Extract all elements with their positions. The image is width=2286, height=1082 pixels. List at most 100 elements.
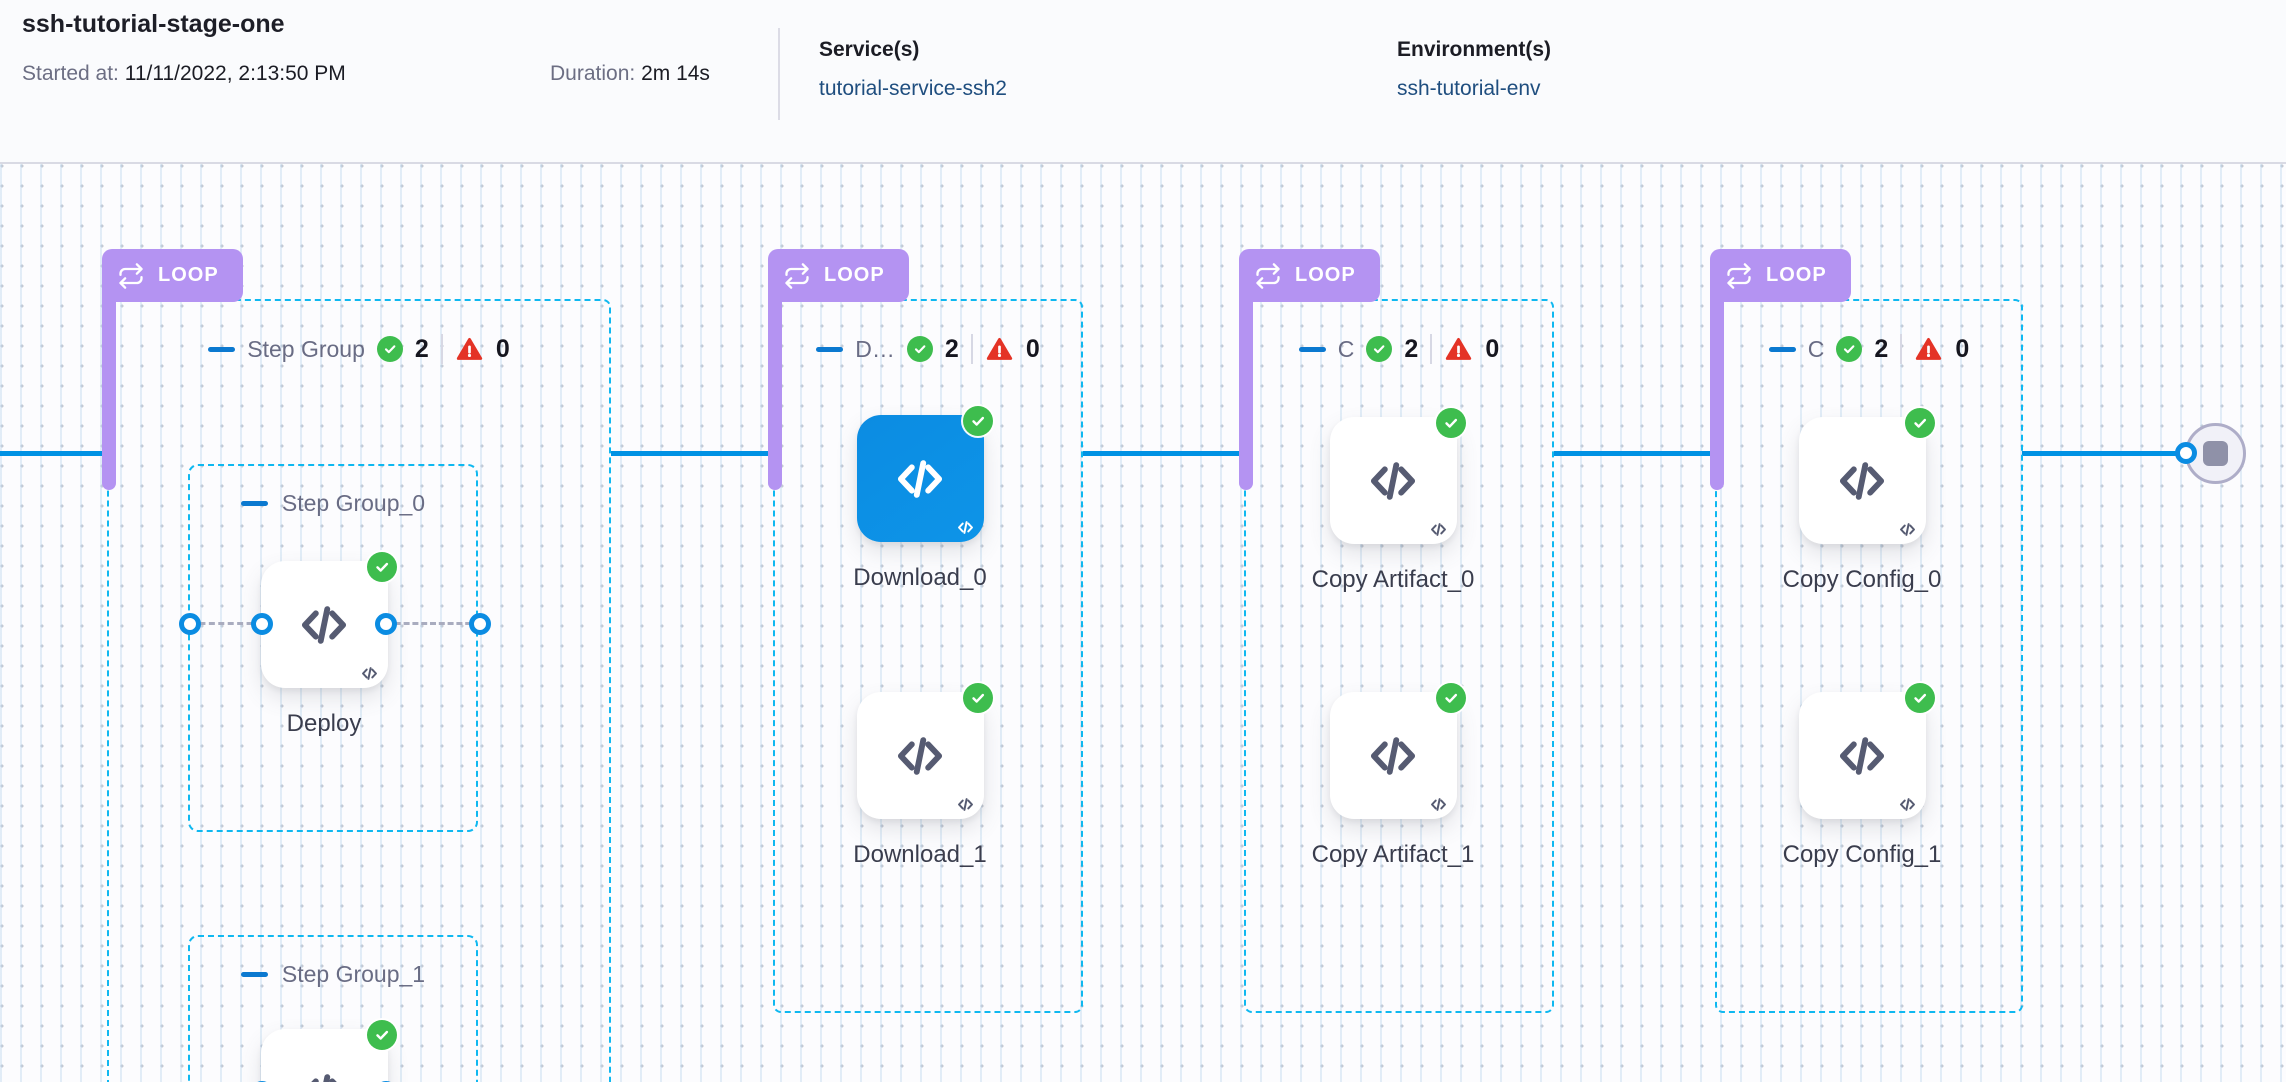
failure-badge	[1914, 336, 1943, 363]
group-header: D… 2 0	[775, 327, 1081, 371]
connector-port	[375, 613, 397, 635]
service-link[interactable]: tutorial-service-ssh2	[819, 77, 1007, 100]
success-badge	[366, 552, 397, 582]
loop-strip	[102, 298, 116, 490]
duration-label: Duration:	[550, 62, 636, 85]
code-step-icon	[1365, 453, 1421, 509]
collapse-minus-icon[interactable]	[1768, 346, 1796, 352]
success-count: 2	[1404, 334, 1419, 363]
execution-header: ssh-tutorial-stage-one Started at: 11/11…	[0, 0, 2286, 164]
step-type-icon	[956, 518, 975, 537]
step-card-copy-config-0[interactable]	[1798, 408, 1935, 544]
loop-strip	[1710, 298, 1724, 490]
pipeline-connector-line	[0, 451, 107, 456]
check-icon	[373, 558, 391, 576]
inner-group-header: Step Group_0	[190, 490, 476, 517]
loop-icon	[117, 262, 145, 290]
collapse-minus-icon[interactable]	[240, 501, 268, 506]
check-icon	[912, 341, 928, 357]
success-badge	[366, 1020, 397, 1050]
success-count: 2	[414, 334, 429, 363]
loop-badge: LOOP	[768, 249, 909, 302]
step-type-icon	[1429, 795, 1448, 814]
code-step-icon	[1834, 728, 1890, 784]
step-node-copy-artifact-0: Copy Artifact_0	[1283, 408, 1503, 594]
step-type-icon	[1429, 520, 1448, 539]
group-name: Step Group	[247, 335, 365, 362]
pipeline-canvas[interactable]: LOOP Step Group 2 0 Step Group_0	[0, 164, 2286, 1082]
step-card-copy-artifact-1[interactable]	[1329, 683, 1466, 819]
check-icon	[1442, 689, 1460, 707]
loop-strip	[768, 298, 782, 490]
code-step-icon	[1365, 728, 1421, 784]
failure-badge	[455, 336, 484, 363]
success-badge	[1435, 683, 1466, 713]
step-label: Copy Config_1	[1782, 841, 1942, 868]
collapse-minus-icon[interactable]	[1298, 346, 1326, 352]
loop-badge-label: LOOP	[824, 264, 885, 286]
step-card-download-1[interactable]	[856, 683, 993, 819]
services-block: Service(s) tutorial-service-ssh2	[819, 38, 1007, 101]
step-type-icon	[1898, 520, 1917, 539]
failed-count: 0	[1955, 334, 1970, 363]
success-badge	[962, 683, 993, 713]
connector-port	[179, 613, 201, 635]
loop-badge-label: LOOP	[158, 264, 219, 286]
step-card-download-0[interactable]	[856, 406, 993, 542]
check-icon	[1442, 414, 1460, 432]
step-group-1-box[interactable]: Step Group_1	[188, 935, 478, 1082]
failed-count: 0	[1025, 334, 1040, 363]
success-badge	[1836, 336, 1863, 362]
code-step-icon	[892, 451, 948, 507]
group-header: C 2 0	[1246, 327, 1552, 371]
step-label: Deploy	[286, 710, 362, 737]
step-node-deploy: Deploy	[214, 552, 434, 738]
pipeline-connector-line	[1083, 451, 1244, 456]
environment-link[interactable]: ssh-tutorial-env	[1397, 77, 1541, 100]
loop-badge-label: LOOP	[1766, 264, 1827, 286]
code-step-icon	[892, 728, 948, 784]
started-at: Started at: 11/11/2022, 2:13:50 PM	[22, 62, 346, 86]
success-count: 2	[944, 334, 959, 363]
collapse-minus-icon[interactable]	[208, 346, 236, 352]
step-label: Copy Config_0	[1782, 566, 1942, 593]
count-divider	[1430, 334, 1433, 364]
step-card-copy-config-1[interactable]	[1798, 683, 1935, 819]
connector-port	[2175, 442, 2197, 464]
code-step-icon	[1834, 453, 1890, 509]
group-header: C 2 0	[1717, 327, 2021, 371]
inner-group-header: Step Group_1	[190, 961, 476, 988]
code-step-icon	[296, 1065, 352, 1082]
duration: Duration: 2m 14s	[550, 62, 710, 86]
collapse-minus-icon[interactable]	[240, 972, 268, 977]
loop-group-copy-artifact[interactable]: LOOP C 2 0 Copy Artifact_0 Cop	[1239, 249, 1554, 1013]
loop-group-copy-config[interactable]: LOOP C 2 0 Copy Config_0 Copy	[1710, 249, 2023, 1013]
stage-name: ssh-tutorial-stage-one	[22, 10, 285, 38]
loop-group-step-group[interactable]: LOOP Step Group 2 0 Step Group_0	[102, 249, 611, 1082]
collapse-minus-icon[interactable]	[816, 346, 844, 352]
stop-icon	[2203, 441, 2228, 466]
step-node-download-0: Download_0	[810, 406, 1030, 592]
loop-badge: LOOP	[1239, 249, 1380, 302]
count-divider	[440, 334, 443, 364]
success-badge	[1435, 408, 1466, 438]
started-at-label: Started at:	[22, 62, 119, 85]
step-type-icon	[956, 795, 975, 814]
inner-group-name: Step Group_1	[281, 961, 426, 987]
check-icon	[969, 412, 987, 430]
failed-count: 0	[1485, 334, 1500, 363]
success-badge	[376, 336, 403, 362]
step-dashed-connector	[386, 622, 480, 625]
success-badge	[906, 336, 933, 362]
step-card-deploy[interactable]	[260, 552, 397, 688]
success-badge	[1904, 683, 1935, 713]
loop-group-download[interactable]: LOOP D… 2 0 Download_0 Downloa	[768, 249, 1083, 1013]
step-card-copy-artifact-0[interactable]	[1329, 408, 1466, 544]
count-divider	[1900, 334, 1903, 364]
success-count: 2	[1874, 334, 1889, 363]
success-badge	[1366, 336, 1393, 362]
loop-badge: LOOP	[1710, 249, 1851, 302]
step-group-0-box[interactable]: Step Group_0 Deploy	[179, 464, 491, 832]
duration-value: 2m 14s	[641, 62, 710, 85]
step-card[interactable]	[260, 1020, 397, 1082]
